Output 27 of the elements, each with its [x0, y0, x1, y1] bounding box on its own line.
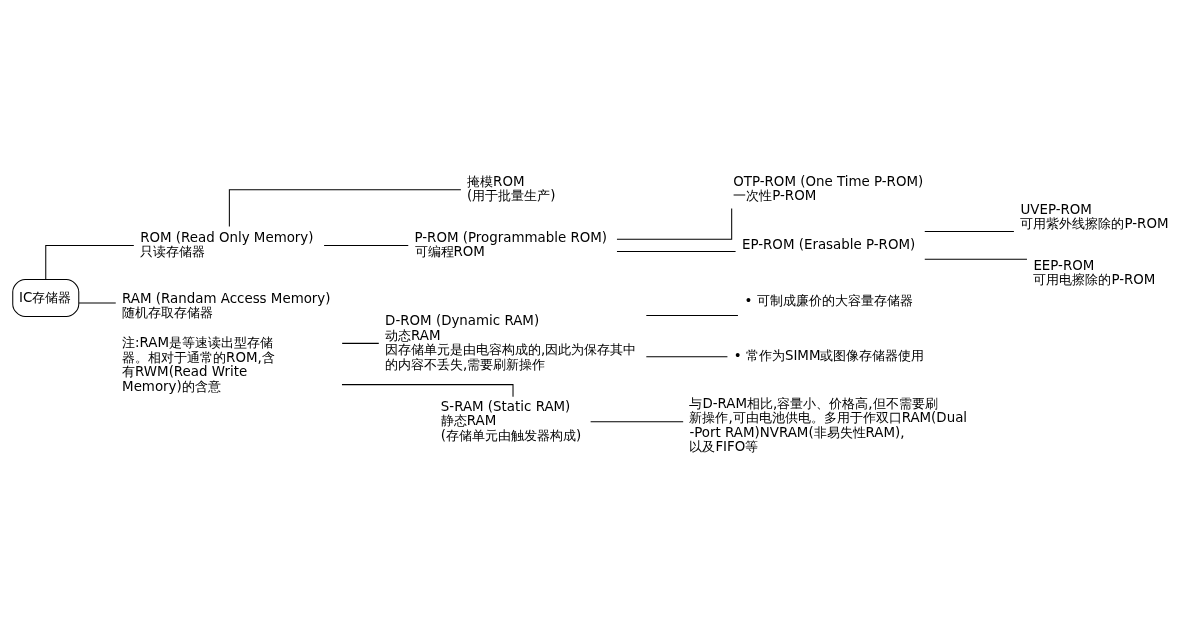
node-text: EP-ROM (Erasable P-ROM) — [742, 236, 916, 252]
connector — [78, 302, 117, 304]
connector — [616, 207, 733, 240]
node-text: P-ROM (Programmable ROM) 可编程ROM — [414, 229, 608, 260]
node-text: EEP-ROM 可用电擦除的P-ROM — [1033, 257, 1156, 287]
connector — [645, 356, 728, 358]
connector — [924, 258, 1028, 260]
node-text: UVEP-ROM 可用紫外线擦除的P-ROM — [1020, 201, 1169, 232]
connector — [924, 230, 1015, 232]
connector — [45, 244, 135, 280]
node-text: OTP-ROM (One Time P-ROM) 一次性P-ROM — [733, 173, 924, 204]
node-text: RAM (Randam Access Memory) 随机存取存储器 — [122, 291, 331, 321]
node-text: ROM (Read Only Memory) 只读存储器 — [140, 229, 314, 260]
node-text: S-RAM (Static RAM) 静态RAM (存储单元由触发器构成) — [440, 398, 582, 443]
connector — [341, 342, 380, 344]
connector — [323, 244, 409, 246]
node-text: • 常作为SIMM或图像存储器使用 — [733, 348, 925, 364]
node-box: IC存储器 — [12, 278, 80, 318]
connector — [616, 251, 737, 253]
connector — [228, 189, 462, 228]
connector — [645, 315, 739, 317]
node-text: 与D-RAM相比,容量小、价格高,但不需要刷新操作,可由电池供电。多用于作双口RAM(Dual-Port RAM)NVRAM(非易失性RAM),以及FIFO等 — [689, 395, 968, 455]
node-text: 掩模ROM (用于批量生产) — [467, 173, 556, 204]
node-text: D-ROM (Dynamic RAM) 动态RAM 因存储单元是由电容构成的,因此为保存其中的内容不丢失,需要刷新操作 — [385, 313, 637, 372]
node-text: • 可制成廉价的大容量存储器 — [744, 292, 913, 308]
node-label: 注:RAM是等速读出型存储器。相对于通常的ROM,含有RWM(Read Write Memory)的含意 — [122, 335, 275, 394]
connector — [590, 421, 684, 423]
